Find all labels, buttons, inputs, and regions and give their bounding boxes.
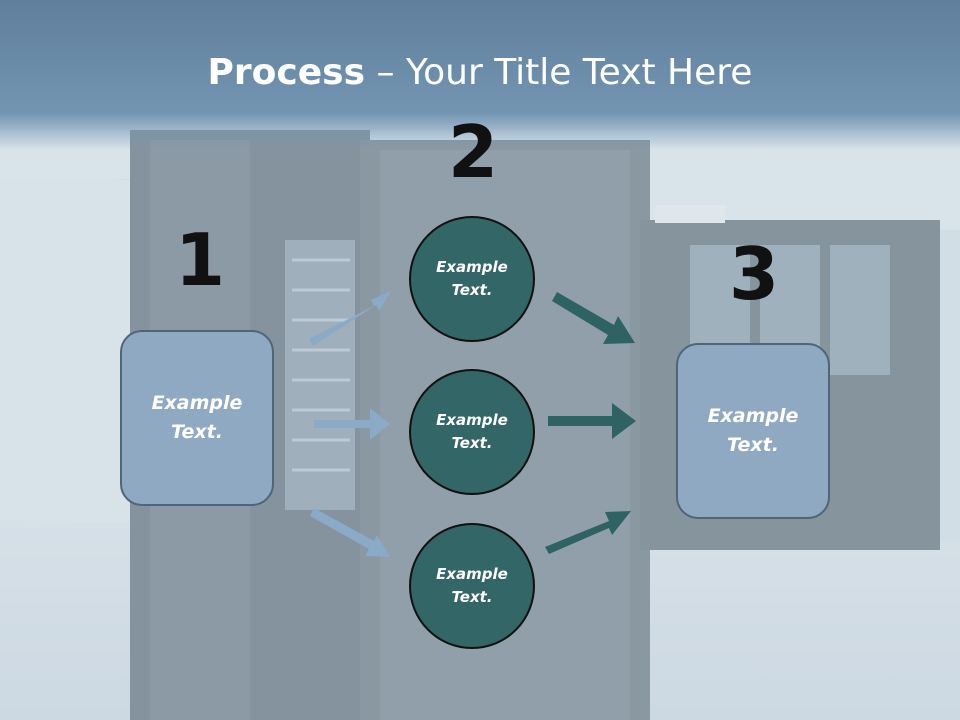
left-step-box: Example Text. <box>120 330 274 506</box>
circle-top-text: Example Text. <box>436 258 508 299</box>
arrow-left-to-top <box>309 291 391 346</box>
left-step-text: Example Text. <box>151 392 243 443</box>
step-number-2: 2 <box>447 110 499 194</box>
circle-bottom-text: Example Text. <box>436 565 508 606</box>
arrow-top-to-right <box>552 292 635 344</box>
arrow-bottom-to-right <box>545 511 631 554</box>
arrow-middle-to-right <box>548 403 636 439</box>
page-title: Process – Your Title Text Here <box>0 52 960 93</box>
arrow-left-to-bottom <box>310 508 390 557</box>
step-number-3: 3 <box>728 232 780 316</box>
right-step-text: Example Text. <box>707 405 799 456</box>
arrow-left-to-middle <box>314 408 390 440</box>
circle-top: Example Text. <box>409 216 535 342</box>
title-bold: Process <box>207 52 366 93</box>
circle-bottom: Example Text. <box>409 523 535 649</box>
circle-middle: Example Text. <box>409 369 535 495</box>
step-number-1: 1 <box>174 218 226 302</box>
title-bar <box>0 0 960 150</box>
right-step-box: Example Text. <box>676 343 830 519</box>
title-rest: – Your Title Text Here <box>365 52 753 93</box>
circle-middle-text: Example Text. <box>436 411 508 452</box>
